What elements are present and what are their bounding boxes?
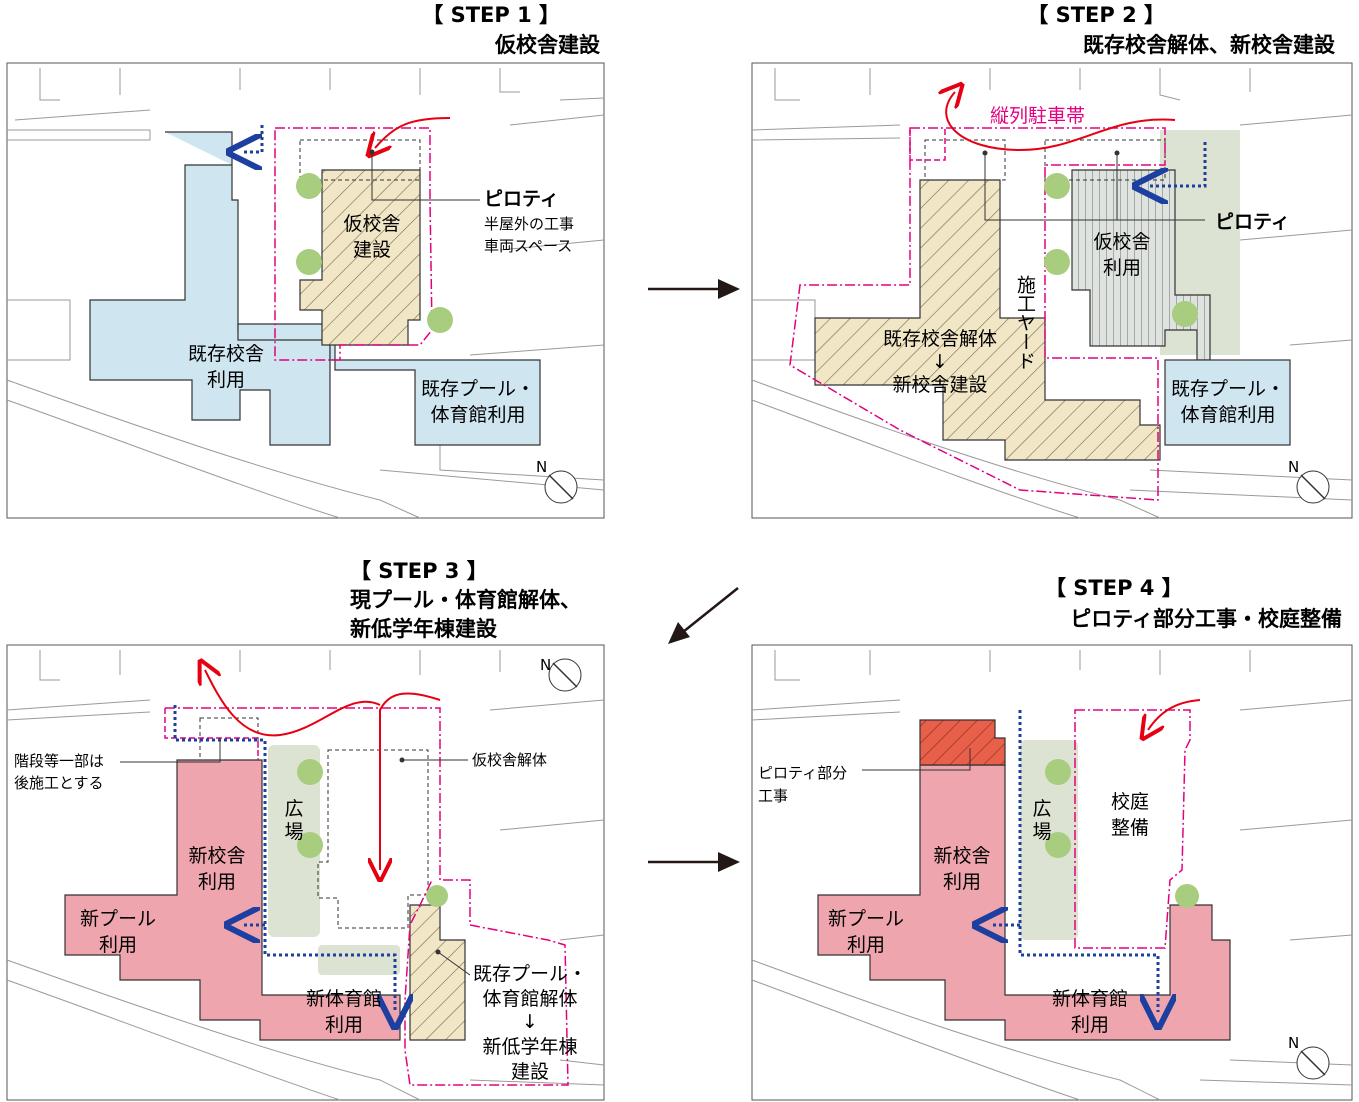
- step3-title: 現プール・体育館解体、: [350, 588, 581, 612]
- step3-new-school-label: 利用: [198, 871, 236, 893]
- step1-tree: [296, 249, 322, 275]
- step1-pool-gym-label: 体育館利用: [430, 404, 525, 426]
- step2-demolish-label: 新校舎建設: [892, 374, 987, 396]
- step1-piloti-outline: [299, 139, 421, 181]
- step3-temp-demolish-label: 仮校舎解体: [472, 751, 547, 769]
- step3-site-boundary: [165, 707, 569, 1086]
- flow-arrows: [648, 279, 740, 872]
- step1-tree: [427, 307, 453, 333]
- step4-courtyard-label: 整備: [1111, 817, 1149, 839]
- step3-new-school: [64, 759, 401, 1041]
- step2-pedestrian-route: [1150, 142, 1207, 186]
- compass: [1296, 1046, 1330, 1080]
- step2-site-lines: [751, 68, 1353, 519]
- step3-pool-demolish-label: ↓: [522, 1011, 538, 1033]
- step4-new-school-label: 新校舎: [933, 845, 990, 867]
- step3-plaza-label: 場: [284, 821, 303, 843]
- step3-pool-demolish-label: 新低学年棟: [482, 1036, 577, 1058]
- step3-stairs-note: 階段等一部は: [14, 752, 104, 770]
- step2-vehicle-route: [946, 92, 1176, 152]
- step4-plaza-label: 広: [1032, 798, 1051, 820]
- arrow-right-icon: [718, 279, 740, 299]
- step2-parking-label: 縦列駐車帯: [990, 105, 1085, 127]
- step3-new-gym-label: 新体育館: [306, 988, 382, 1010]
- step4-new-gym-label: 利用: [1071, 1014, 1109, 1036]
- step1-pool-gym-label: 既存プール・: [421, 378, 535, 400]
- step1-north-label: N: [536, 458, 547, 476]
- compass: [548, 658, 582, 692]
- step4-north-label: N: [1288, 1034, 1299, 1052]
- step4-courtyard-label: 校庭: [1111, 791, 1149, 813]
- step2-title: 既存校舎解体、新校舎建設: [1083, 33, 1336, 57]
- step4-panel: [751, 644, 1353, 1101]
- step1-pedestrian-route: [244, 125, 264, 152]
- step2-pool-gym-label: 既存プール・: [1171, 378, 1285, 400]
- step1-temp-school-label: 仮校舎: [343, 213, 400, 235]
- step3-pool-demolish-label: 既存プール・: [473, 963, 587, 985]
- step3-new-gym-label: 利用: [325, 1014, 363, 1036]
- arrow-down-left-icon: [668, 622, 690, 644]
- step1-temp-school: [299, 169, 421, 346]
- step4-new-pool-label: 利用: [847, 934, 885, 956]
- step1-piloti-label: ピロティ: [484, 188, 559, 210]
- step3-pool-demolish-label: 体育館解体: [482, 988, 577, 1010]
- step1-existing-school-label: 既存校舎: [188, 343, 264, 365]
- step2-north-label: N: [1288, 458, 1299, 476]
- step1-temp-school-label: 建設: [353, 239, 391, 261]
- step3-panel: [6, 644, 605, 1101]
- step4-title: ピロティ部分工事・校庭整備: [1070, 607, 1342, 631]
- step1-piloti-leader: [371, 152, 480, 201]
- step2-site-boundary: [789, 127, 1166, 501]
- step2-panel: [751, 62, 1353, 519]
- step2-demolish-area: [814, 179, 1161, 461]
- step2-pool-gym-label: 体育館利用: [1180, 404, 1275, 426]
- step1-vehicle-route: [375, 117, 451, 148]
- step2-heading: 【 STEP 2 】: [1027, 3, 1165, 27]
- step4-new-gym-label: 新体育館: [1052, 988, 1128, 1010]
- step3-pool-demolish-label: 建設: [511, 1061, 549, 1083]
- step1-pool-gym: [237, 323, 541, 446]
- step4-courtyard-boundary: [1074, 709, 1191, 949]
- arrow-right-icon: [718, 852, 740, 872]
- step1-heading: 【 STEP 1 】: [422, 3, 560, 27]
- step4-site-lines: [751, 650, 1353, 1101]
- step2-piloti-label: ピロティ: [1215, 211, 1290, 233]
- step2-yard-label: 施工ヤード: [1014, 275, 1036, 370]
- step3-new-school-label: 新校舎: [188, 845, 245, 867]
- step3-north-label: N: [540, 656, 551, 674]
- step3-temp-school-outline: [317, 749, 429, 929]
- step4-plaza-label: 場: [1032, 821, 1051, 843]
- compass: [544, 470, 578, 504]
- step4-piloti-note: ピロティ部分: [758, 764, 847, 782]
- step3-heading: 【 STEP 3 】: [350, 559, 488, 583]
- step2-temp-school-label: 利用: [1103, 257, 1141, 279]
- step4-new-school-label: 利用: [943, 871, 981, 893]
- step3-site-lines: [6, 650, 605, 1101]
- step2-temp-school-label: 仮校舎: [1093, 231, 1150, 253]
- step4-piloti-note: 工事: [758, 787, 788, 805]
- step1-panel: [6, 62, 605, 519]
- step4-pedestrian-route: [1018, 710, 1158, 1012]
- step4-vehicle-route: [1148, 699, 1201, 730]
- step2-demolish-label: 既存校舎解体: [883, 328, 997, 350]
- step3-new-pool-label: 利用: [99, 934, 137, 956]
- step2-demolish-label: ↓: [932, 351, 948, 373]
- step1-existing-school-label: 利用: [207, 369, 245, 391]
- step3-stairs-note: 後施工とする: [14, 774, 104, 792]
- step1-piloti-note: 車両スペース: [484, 237, 572, 255]
- step1-tree: [296, 173, 322, 199]
- step1-piloti-note: 半屋外の工事: [484, 215, 574, 233]
- step4-heading: 【 STEP 4 】: [1045, 576, 1183, 600]
- step3-vehicle-route: [380, 692, 441, 870]
- compass: [1296, 470, 1330, 504]
- step4-piloti-work: [919, 719, 1006, 766]
- step3-title: 新低学年棟建設: [350, 617, 498, 641]
- step3-plaza: [268, 745, 320, 937]
- step1-title: 仮校舎建設: [494, 33, 601, 57]
- step3-plaza-label: 広: [284, 798, 303, 820]
- step3-new-pool-label: 新プール: [80, 908, 156, 930]
- step2-pool-gym: [1164, 359, 1291, 446]
- step4-new-pool-label: 新プール: [828, 908, 904, 930]
